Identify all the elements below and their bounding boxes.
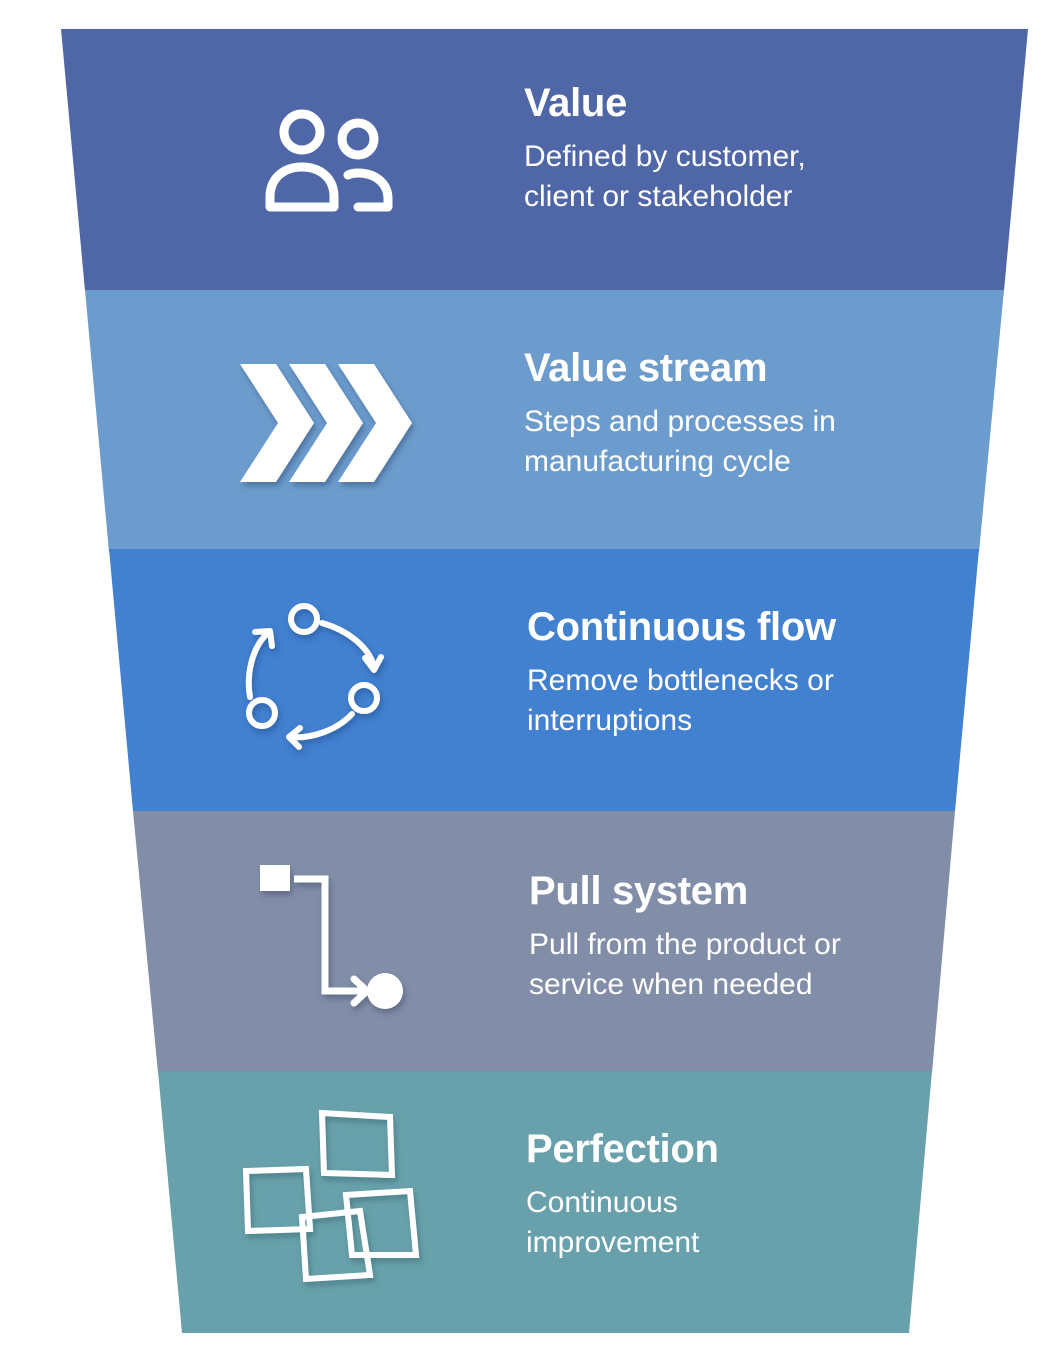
stage-value-stream: Value stream Steps and processes in manu… [0,290,1062,552]
stage-continuous-flow-band [109,549,979,811]
stage-continuous-flow-title: Continuous flow [527,605,836,649]
stage-continuous-flow-fill [109,549,979,811]
stage-value-text: Value Defined by customer, client or sta… [524,81,904,217]
cycle-icon [212,579,412,779]
stage-value-stream-description: Steps and processes in manufacturing cyc… [524,405,836,478]
stage-value-band [61,29,1028,291]
stage-pull-system-title: Pull system [529,869,749,913]
stage-pull-system-description: Pull from the product or service when ne… [529,928,841,1001]
stage-continuous-flow: Continuous flow Remove bottlenecks or in… [0,549,1062,811]
stage-continuous-flow-description: Remove bottlenecks or interruptions [527,664,834,737]
stage-value-description: Defined by customer, client or stakehold… [524,140,806,213]
stage-value-stream-fill [85,290,1004,552]
stage-pull-system: Pull system Pull from the product or ser… [0,811,1062,1073]
stage-continuous-flow-text: Continuous flow Remove bottlenecks or in… [527,605,907,741]
stage-perfection-text: Perfection Continuous improvement [526,1127,906,1263]
stage-pull-system-text: Pull system Pull from the product or ser… [529,869,909,1005]
people-icon [230,59,430,259]
stage-value-stream-title: Value stream [524,346,768,390]
stage-perfection-title: Perfection [526,1127,719,1171]
stage-value-title: Value [524,81,628,125]
stage-perfection-fill [158,1071,932,1333]
stage-perfection-description: Continuous improvement [526,1186,700,1259]
stage-value-stream-band [85,290,1004,552]
stage-perfection: Perfection Continuous improvement [0,1071,1062,1333]
stage-pull-system-band [133,811,955,1073]
stage-value-stream-text: Value stream Steps and processes in manu… [524,346,904,482]
sticky-notes-icon [232,1105,432,1305]
stage-pull-system-fill [133,811,955,1073]
stage-value: Value Defined by customer, client or sta… [0,29,1062,291]
stage-perfection-band [158,1071,932,1333]
chevrons-icon [226,322,426,522]
stage-value-fill [61,29,1028,291]
pull-path-icon [230,847,430,1047]
